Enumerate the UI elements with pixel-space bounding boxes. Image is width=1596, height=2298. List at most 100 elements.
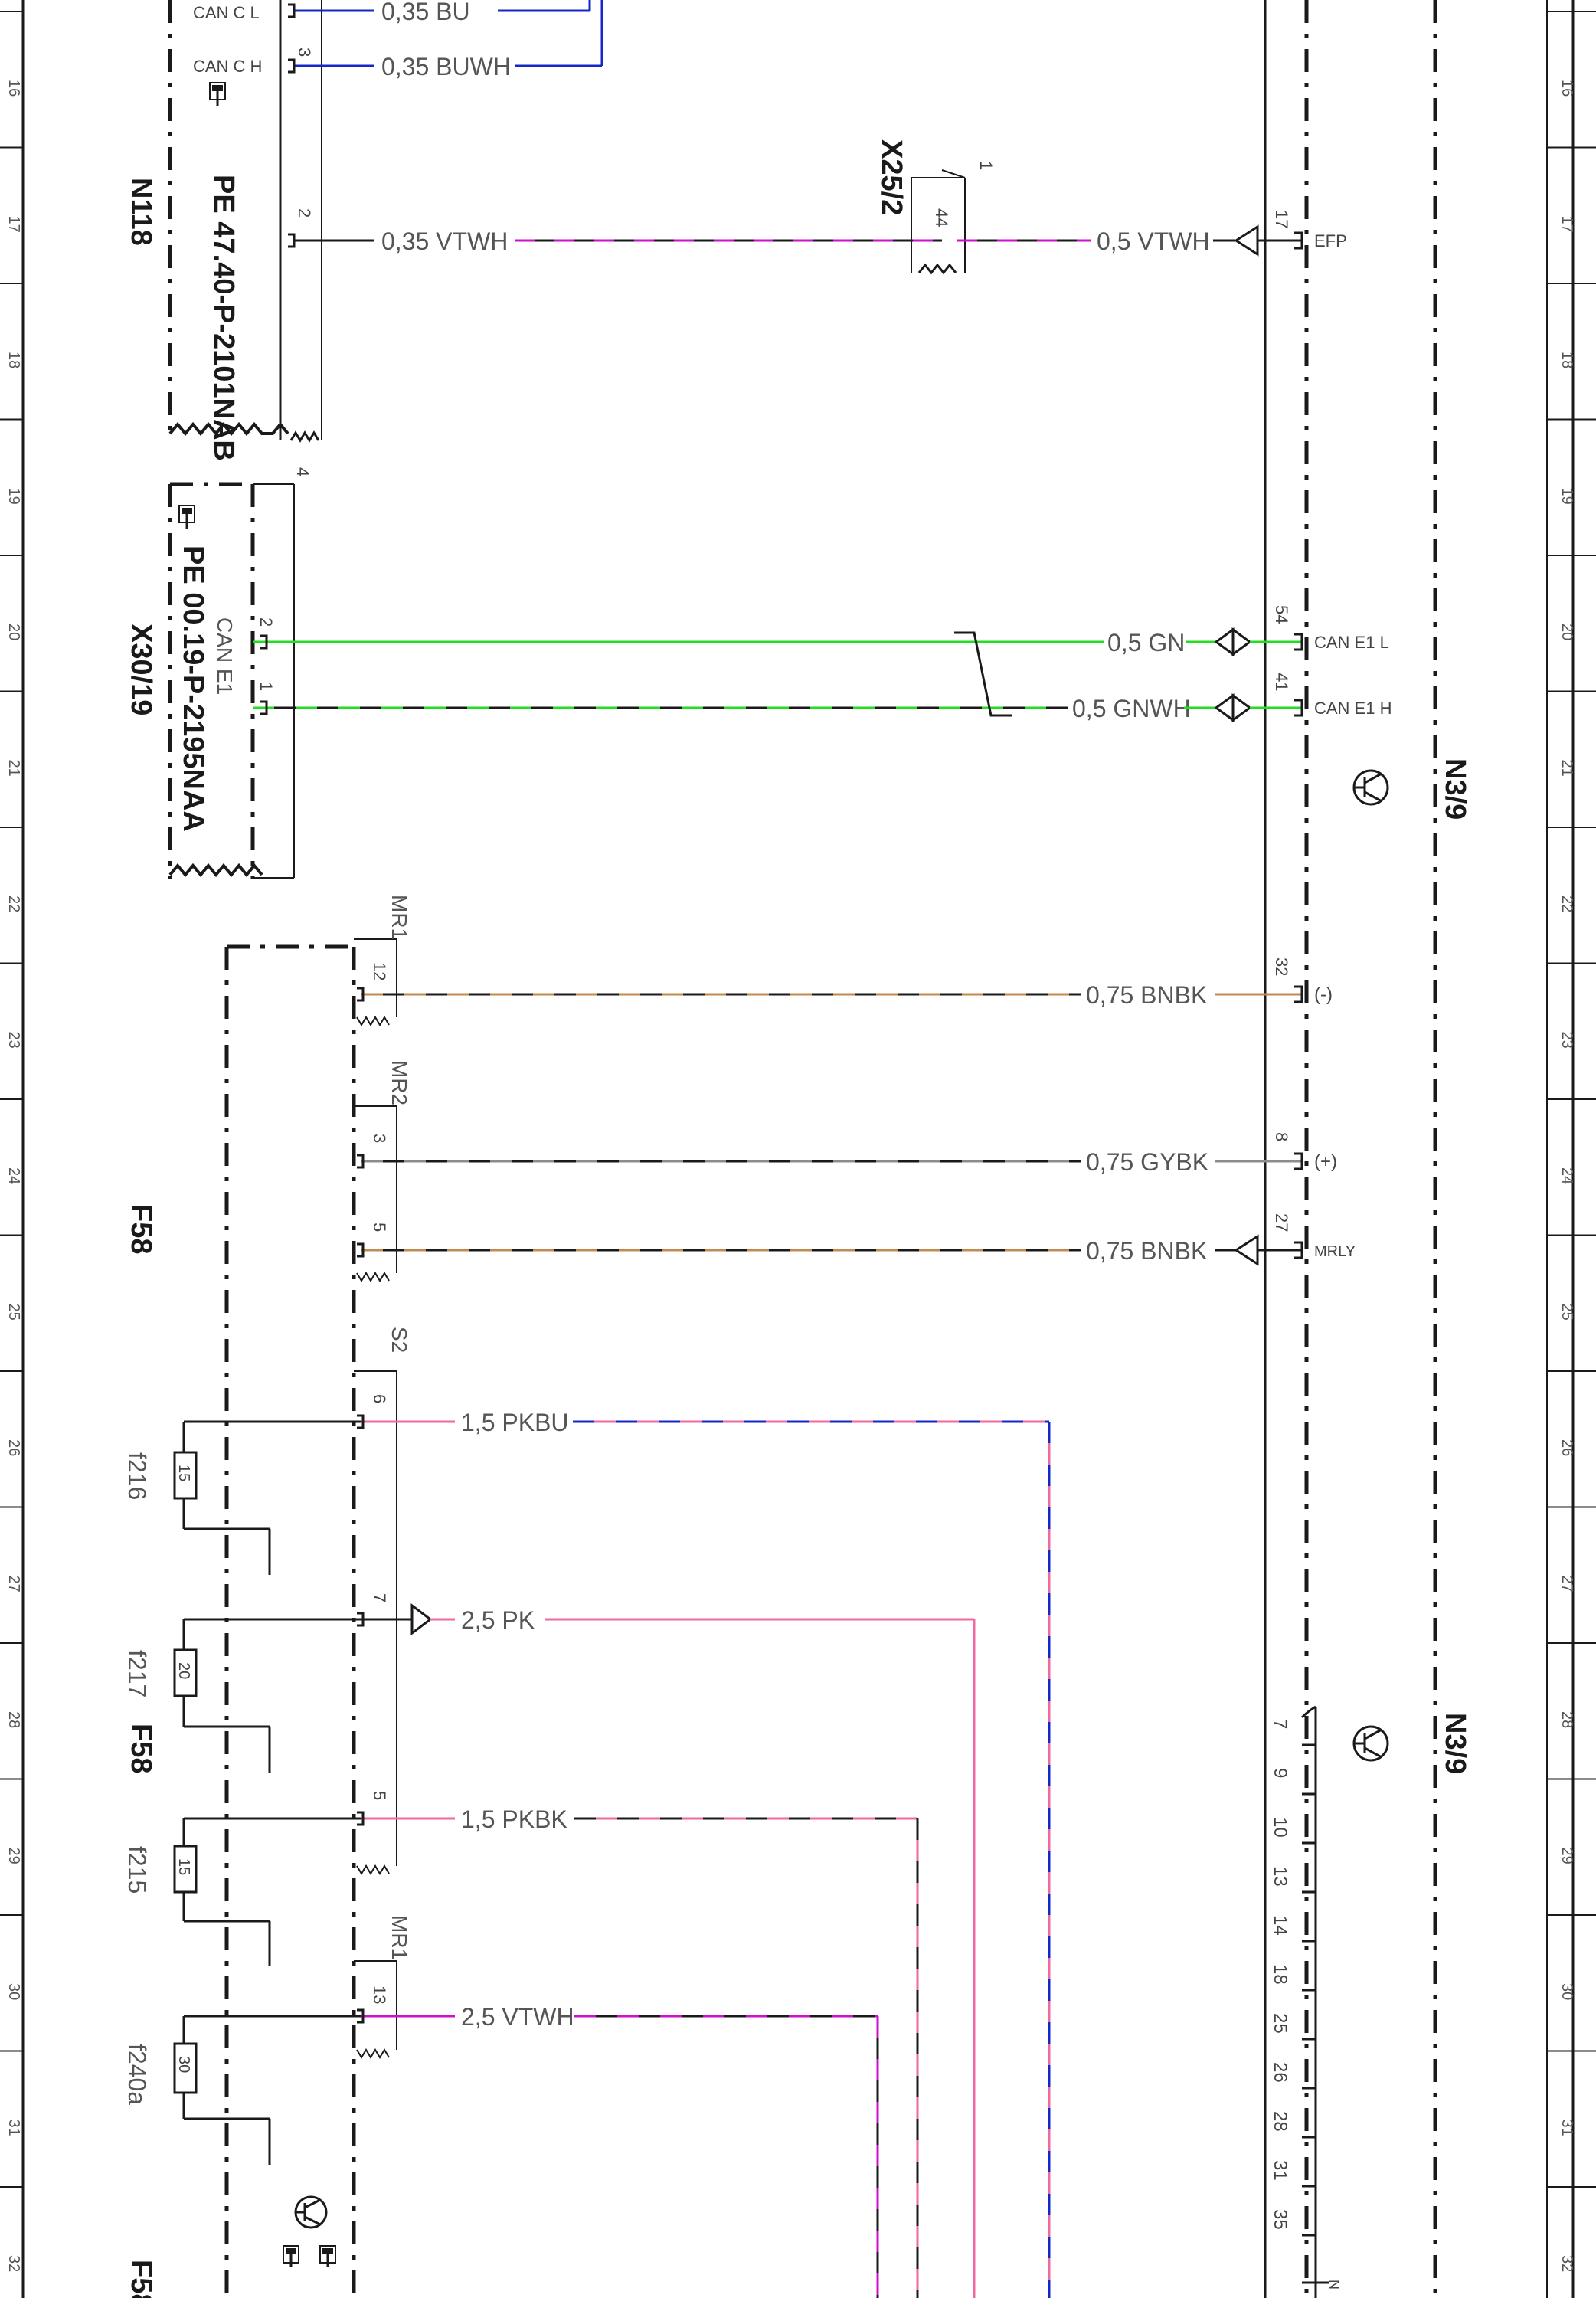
electronic-module-icon — [1352, 1725, 1389, 1762]
row-number: 25 — [5, 1304, 22, 1321]
wire-label-pkbu: 1,5 PKBU — [461, 1409, 569, 1436]
n3-9-lower-pin: 31 — [1270, 2160, 1290, 2181]
x30-19-pin-2: 2 — [257, 617, 276, 627]
wire-label-minus: 0,75 BNBK — [1086, 981, 1207, 1009]
pin-terminal — [357, 2008, 365, 2024]
row-number: 18 — [5, 352, 22, 368]
signal-arrow-icon — [1234, 1234, 1259, 1266]
row-number: 22 — [1558, 895, 1575, 912]
fuse-f216: 15 f216 — [123, 1420, 271, 1575]
row-number: 18 — [1558, 352, 1575, 368]
n3-9-lower-pin: 25 — [1270, 2013, 1290, 2034]
row-number: 17 — [1558, 216, 1575, 233]
row-number: 31 — [5, 2120, 22, 2136]
row-number: 29 — [1558, 1848, 1575, 1864]
signal-arrow-icon — [410, 1603, 433, 1635]
row-number: 32 — [1558, 2255, 1575, 2272]
n118-block: CAN C L CAN C H 3 2 N118 PE 47.40-P-2101… — [125, 0, 322, 461]
pin-terminal — [288, 233, 296, 248]
row-number: 26 — [1558, 1439, 1575, 1456]
n3-9-pin-8: 8 — [1272, 1132, 1291, 1141]
electronic-module-icon — [1352, 769, 1389, 806]
s2-pin-6: 6 — [370, 1394, 389, 1403]
n3-9-lower-pin: 13 — [1270, 1866, 1290, 1887]
row-number: 24 — [5, 1167, 22, 1184]
wire-label-efp-left: 0,35 VTWH — [381, 228, 508, 255]
n3-9-title-lower: N3/9 — [1439, 1713, 1471, 1774]
wire-label-can-c-h: 0,35 BUWH — [381, 53, 511, 80]
fuse-f217-rating: 20 — [175, 1662, 192, 1679]
row-number: 19 — [5, 488, 22, 505]
n118-reference: PE 47.40-P-2101NAB — [208, 175, 240, 461]
n3-9-lower-pin: 14 — [1270, 1915, 1290, 1936]
x25-2-connector: X25/2 1 44 — [875, 139, 996, 275]
f58-title-middle: F58 — [125, 1724, 157, 1773]
n3-9-pin-label-efp: EFP — [1314, 231, 1347, 250]
pin-terminal — [1294, 633, 1303, 651]
row-number: 17 — [5, 216, 22, 233]
pin-terminal — [1294, 985, 1303, 1003]
n3-9-pin-41: 41 — [1272, 673, 1291, 691]
fuse-f240a-name: f240a — [123, 2044, 151, 2105]
s2-pin-7: 7 — [370, 1593, 389, 1602]
row-number: 32 — [5, 2255, 22, 2272]
row-number: 16 — [5, 80, 22, 97]
wire-label-pk: 2,5 PK — [461, 1606, 535, 1634]
signal-arrow-icon — [1234, 224, 1259, 257]
hand-pointer-icon — [283, 2245, 299, 2267]
row-number: 23 — [5, 1032, 22, 1049]
row-number: 22 — [5, 895, 22, 912]
f58-block: F58 F58 F58 MR1 12 MR2 3 5 S2 6 7 5 MR1 … — [123, 895, 411, 2298]
pin-terminal — [1294, 699, 1303, 717]
n3-9-lower-pin: 9 — [1270, 1768, 1290, 1778]
n3-9-pin-32: 32 — [1272, 958, 1291, 976]
x30-19-top-pin: 4 — [293, 467, 312, 476]
pin-terminal — [1294, 1152, 1303, 1170]
row-number: 27 — [5, 1576, 22, 1593]
n3-9-lower-n: N — [1326, 2280, 1342, 2290]
x30-19-pin-1: 1 — [257, 682, 276, 691]
wire-label-can-e1-l: 0,5 GN — [1107, 629, 1185, 656]
row-number: 29 — [5, 1848, 22, 1864]
n3-9-upper-pins: 17 EFP 54 CAN E1 L 41 CAN E1 H 32 (-) 8 … — [1272, 210, 1392, 1260]
n3-9-lower-pin: 18 — [1270, 1964, 1290, 1985]
n3-9-pin-terminals — [260, 3, 1303, 2024]
wire-label-pkbk: 1,5 PKBK — [461, 1805, 567, 1833]
n3-9-lower-pin: 26 — [1270, 2062, 1290, 2083]
pin-terminal — [260, 634, 268, 650]
row-number: 20 — [5, 624, 22, 640]
x30-19-pin-group: CAN E1 — [213, 617, 237, 695]
row-number: 19 — [1558, 488, 1575, 505]
fuse-f217: 20 f217 — [123, 1618, 271, 1773]
x25-2-tag: 1 — [976, 161, 996, 170]
fuse-f215-rating: 15 — [175, 1858, 192, 1875]
s2-pin-5: 5 — [370, 1791, 389, 1800]
n3-9-pin-label-minus: (-) — [1314, 984, 1333, 1005]
fuse-f215-name: f215 — [123, 1846, 151, 1894]
row-number: 28 — [5, 1711, 22, 1728]
x25-2-pin-44: 44 — [932, 208, 951, 227]
x30-19-reference: PE 00.19-P-2195NAA — [177, 545, 209, 832]
pin-terminal — [288, 58, 296, 74]
row-number: 23 — [1558, 1032, 1575, 1049]
row-number: 30 — [5, 1983, 22, 2000]
fuse-f217-name: f217 — [123, 1650, 151, 1697]
n3-9-lower-pin: 35 — [1270, 2209, 1290, 2230]
pin-terminal — [260, 700, 268, 715]
pin-terminal — [357, 1242, 365, 1258]
wire-label-mrly: 0,75 BNBK — [1086, 1237, 1207, 1265]
fuse-f215: 15 f215 — [123, 1817, 271, 1966]
row-number: 31 — [1558, 2120, 1575, 2136]
n3-9-lower-connector — [1300, 1705, 1329, 2298]
mr1-bottom-label: MR1 — [388, 1915, 411, 1960]
wire-label-can-e1-h: 0,5 GNWH — [1072, 695, 1191, 722]
row-number: 27 — [1558, 1576, 1575, 1593]
row-number: 21 — [5, 760, 22, 777]
f58-title-bottom: F58 — [125, 2260, 157, 2298]
n3-9-lower-pin: 7 — [1270, 1719, 1290, 1729]
n3-9-pin-17: 17 — [1272, 210, 1291, 228]
n3-9-pin-27: 27 — [1272, 1213, 1291, 1232]
